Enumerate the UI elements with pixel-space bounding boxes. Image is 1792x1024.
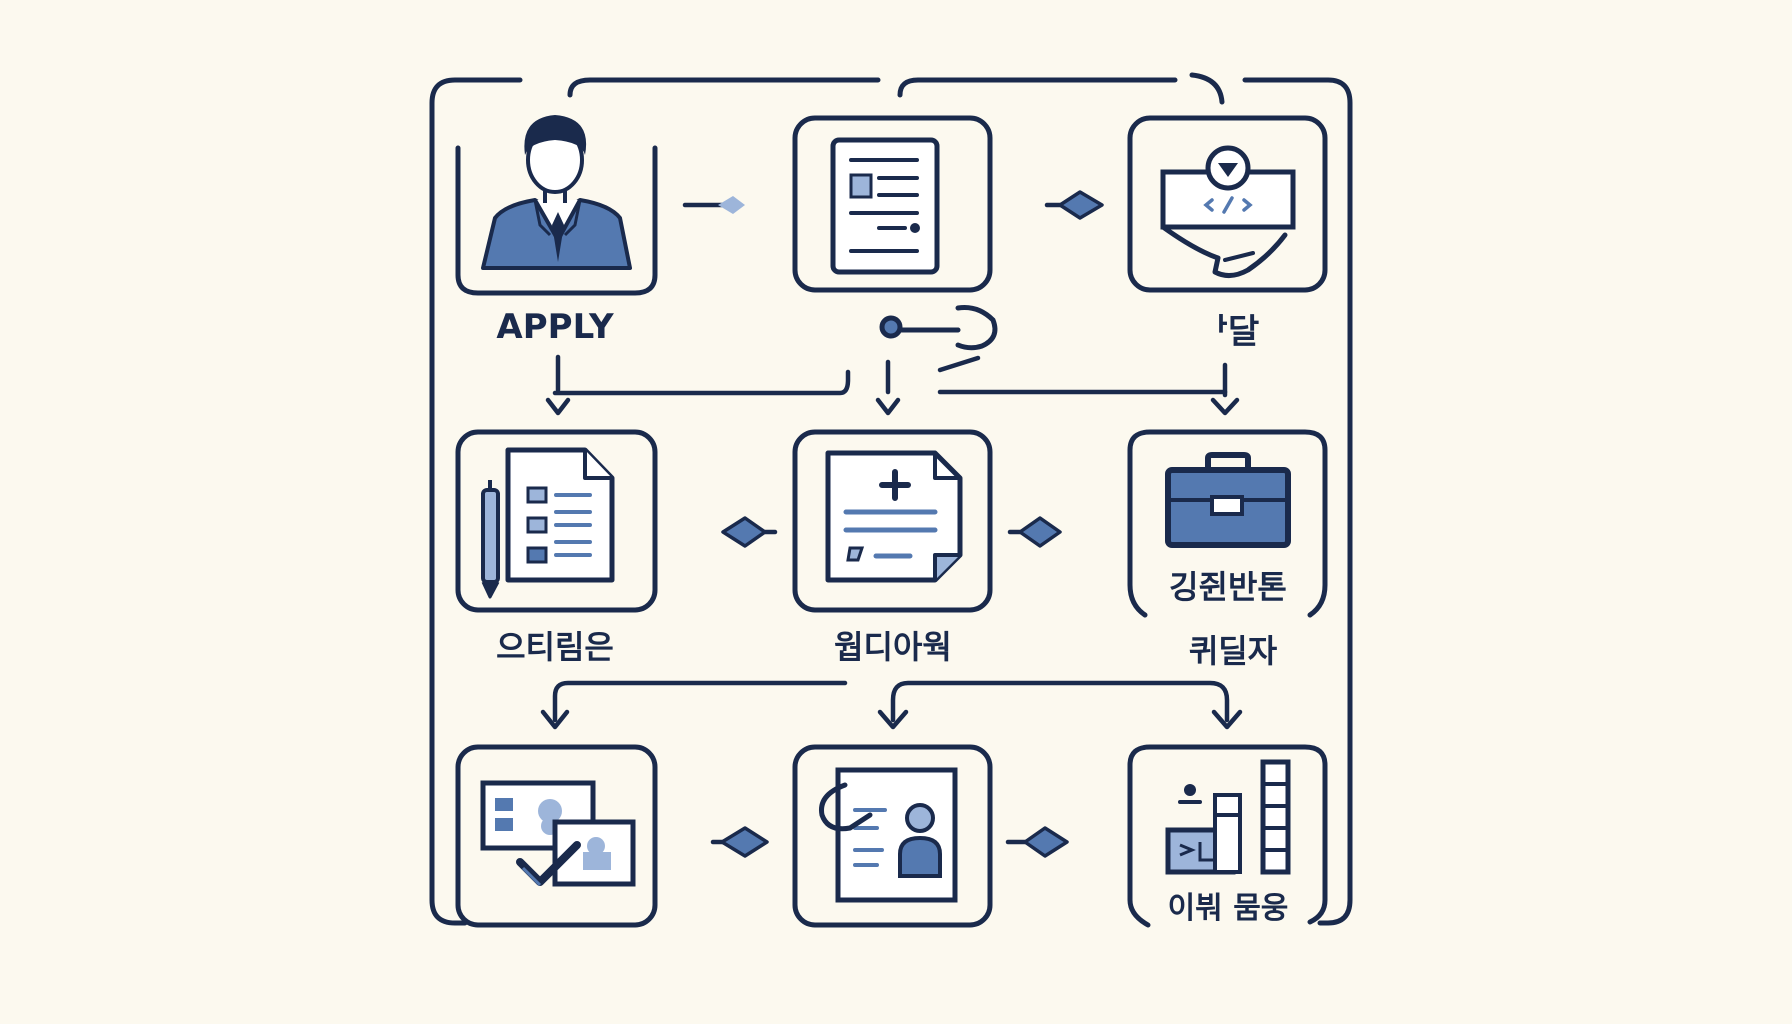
arrow-2-icon [1058,190,1104,220]
arrow-5-icon [720,826,769,858]
node-checklist: 으티림은 [455,429,658,666]
node-profile-card [792,744,993,928]
key-icon [879,305,998,351]
node-document [792,115,993,293]
arrow-6-icon [1023,826,1069,858]
node-medical-document-label: 웝디아웍 [834,628,952,666]
checklist-pen-icon [481,447,615,599]
node-checklist-label: 으티림은 [496,628,614,666]
node-bar-chart-label: 이붜 뭄웅 [1168,891,1289,926]
medical-document-icon [825,450,963,583]
arrow-4-icon [1018,516,1062,548]
node-briefcase-label: 깅쥔반톤 [1169,568,1287,606]
node-apply-label: APPLY [496,307,614,347]
profile-card-icon [818,767,958,903]
node-hand-card: ᅡ달 [1127,115,1328,352]
person-icon [481,115,632,270]
screens-check-icon [480,780,636,887]
node-medical-document: 웝디아웍 [792,429,993,666]
document-icon [830,137,940,275]
node-briefcase: 깅쥔반톤 퀴딜자 [1127,429,1328,670]
briefcase-icon [1165,452,1291,548]
diamond-arrows [718,190,1104,858]
outer-frame [429,72,1353,926]
node-apply: APPLY [455,115,658,347]
hand-card-icon [1160,145,1296,278]
node-briefcase-label-2: 퀴딜자 [1189,632,1278,670]
arrow-1-icon [718,196,745,214]
node-bar-chart: 이붜 뭄웅 [1127,744,1328,928]
bar-chart-icon [1165,759,1291,875]
node-screens-check [455,744,658,928]
arrow-3-icon [721,516,767,548]
node-hand-card-label: ᅡ달 [1197,312,1260,352]
